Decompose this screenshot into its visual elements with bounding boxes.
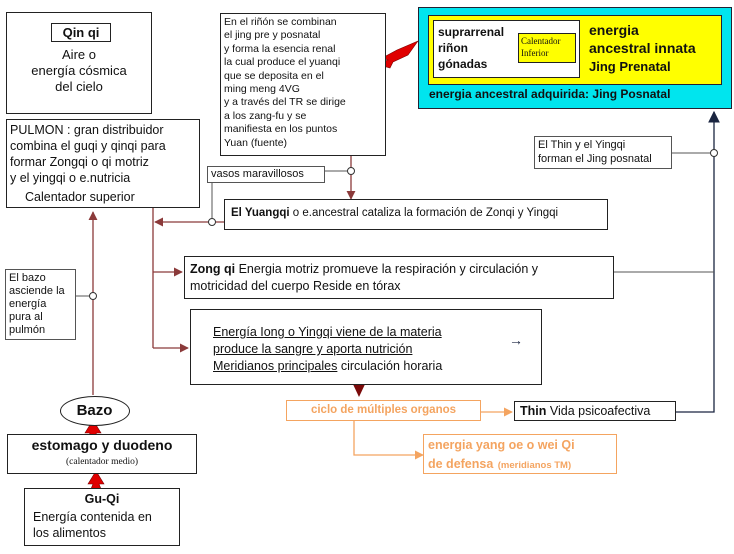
yuangqi-rest: o e.ancestral cataliza la formación de Z… [289,207,559,219]
estomago-title: estomago y duodeno [31,437,173,453]
zongqi-rest: Energia motriz promueve la respiración y… [235,262,539,276]
yuangqi-box: El Yuangqi o e.ancestral cataliza la for… [224,199,608,230]
thin-jing-line2: forman el Jing posnatal [538,153,652,165]
qinqi-title: Qin qi [51,23,111,42]
pulmon-line5: Calentador superior [25,190,135,204]
zongqi-line1: Zong qi Energia motriz promueve la respi… [190,262,538,276]
yingqi-meridianos: Meridianos principales [213,359,338,373]
estomago-sub: (calentador medio) [65,457,138,467]
calentador-inferior-line1: Calentador [521,36,561,46]
qinqi-line3: del cielo [55,79,103,94]
yingqi-box: Energía Iong o Yingqi viene de la materi… [190,309,542,385]
zongqi-line2: motricidad del cuerpo Reside en tórax [190,279,401,293]
ancestral-outer-box: suprarrenal riñon gónadas Calentador Inf… [418,7,732,109]
guqi-title: Gu-Qi [84,492,120,506]
bazo-note-line: asciende la [9,285,65,297]
kidney-text-line: la cual produce el yuanqi [224,56,341,69]
pulmon-title: PULMON [10,123,64,137]
ciclo-text: ciclo de múltiples organos [310,404,457,416]
kidney-text-line: y forma la esencia renal [224,42,336,55]
kidney-text-line: manifiesta en los puntos [224,123,338,136]
pulmon-line1: PULMON : gran distribuidor [10,123,164,137]
vasos-label: vasos maravillosos [207,166,325,183]
kidney-text-line: a los zang-fu y se [224,109,307,122]
guqi-line1: Energía contenida en [33,510,152,524]
innate-line3: Jing Prenatal [589,59,671,74]
pulmon-line3: formar Zongqi o qi motriz [10,155,149,169]
zongqi-box: Zong qi Energia motriz promueve la respi… [184,256,614,299]
organs-box: suprarrenal riñon gónadas Calentador Inf… [433,20,580,78]
thin-rest: Vida psicoafectiva [546,404,651,418]
junction-vasos [208,218,216,226]
yingqi-arrow-glyph: → [509,332,523,348]
kidney-text-line: Yuan (fuente) [224,136,288,149]
junction-kidney [347,167,355,175]
bazo-note-line: pura al [9,311,43,323]
ancestral-inner-box: suprarrenal riñon gónadas Calentador Inf… [428,15,722,85]
organ-gonadas: gónadas [438,57,488,71]
connector-ciclo-to-weiqi [353,420,424,460]
ciclo-box: ciclo de múltiples organos [286,400,481,421]
organ-suprarrenal: suprarrenal [438,25,505,39]
weiqi-box: energia yang oe o wei Qi de defensa (mer… [423,434,617,474]
weiqi-line1: energia yang oe o wei Qi [428,438,575,452]
qinqi-line1: Aire o [62,47,96,62]
pulmon-line2: combina el guqi y qinqi para [10,139,166,153]
qinqi-box: Qin qi Aire o energía cósmica del cielo [6,12,152,114]
yingqi-circulacion: circulación horaria [337,359,443,373]
connector-thin-to-ancestral [676,110,720,413]
acquired-energy: energia ancestral adquirida: Jing Posnat… [429,87,671,101]
organ-rinon: riñon [438,41,468,55]
weiqi-meridianos: (meridianos TM) [497,460,572,471]
weiqi-defensa: de defensa [428,457,494,471]
bazo-node: Bazo [60,396,130,426]
yingqi-line2: produce la sangre y aporta nutrición [213,342,413,356]
yuangqi-bold: El Yuangqi [231,207,290,219]
guqi-line2: los alimentos [33,526,106,540]
pulmon-line4: y el yingqi o e.nutricia [10,171,131,185]
vasos-text: vasos maravillosos [211,168,304,180]
kidney-text-line: ming meng 4VG [224,83,300,96]
calentador-inferior-line2: Inferior [521,48,549,58]
bazo-note-line: pulmón [9,324,46,336]
yingqi-line1: Energía Iong o Yingqi viene de la materi… [213,325,442,339]
thin-bold: Thin [520,404,547,418]
kidney-text-line: el jing pre y posnatal [224,29,321,42]
pulmon-line1-rest: : gran distribuidor [63,123,164,137]
thin-box: Thin Vida psicoafectiva [514,401,676,421]
kidney-text-line: En el riñón se combinan [224,16,337,28]
yingqi-line3: Meridianos principales circulación horar… [213,359,442,373]
qinqi-line2: energía cósmica [31,63,127,78]
yuangqi-text: El Yuangqi o e.ancestral cataliza la for… [231,207,558,219]
kidney-text-line: y a través del TR se dirige [224,96,346,109]
kidney-text-line: que se deposita en el [224,69,324,82]
bazo-note-line: El bazo [9,272,46,284]
weiqi-line2: de defensa (meridianos TM) [428,455,571,473]
estomago-box: estomago y duodeno (calentador medio) [7,434,197,474]
bazo-label: Bazo [76,402,113,419]
thin-text: Thin Vida psicoafectiva [520,404,650,418]
bazo-note-line: energía [9,298,47,310]
pulmon-box: PULMON : gran distribuidor combina el gu… [6,119,200,208]
innate-line1: energia [589,22,639,38]
calentador-inferior-box: Calentador Inferior [518,33,576,63]
thin-jing-note: El Thin y el Yingqi forman el Jing posna… [534,136,672,169]
guqi-box: Gu-Qi Energía contenida en los alimentos [24,488,180,546]
thin-jing-line1: El Thin y el Yingqi [538,139,626,151]
junction-thin-jing [710,149,718,157]
junction-bazo [89,292,97,300]
zongqi-bold: Zong qi [190,262,236,276]
innate-line2: ancestral innata [589,40,696,56]
